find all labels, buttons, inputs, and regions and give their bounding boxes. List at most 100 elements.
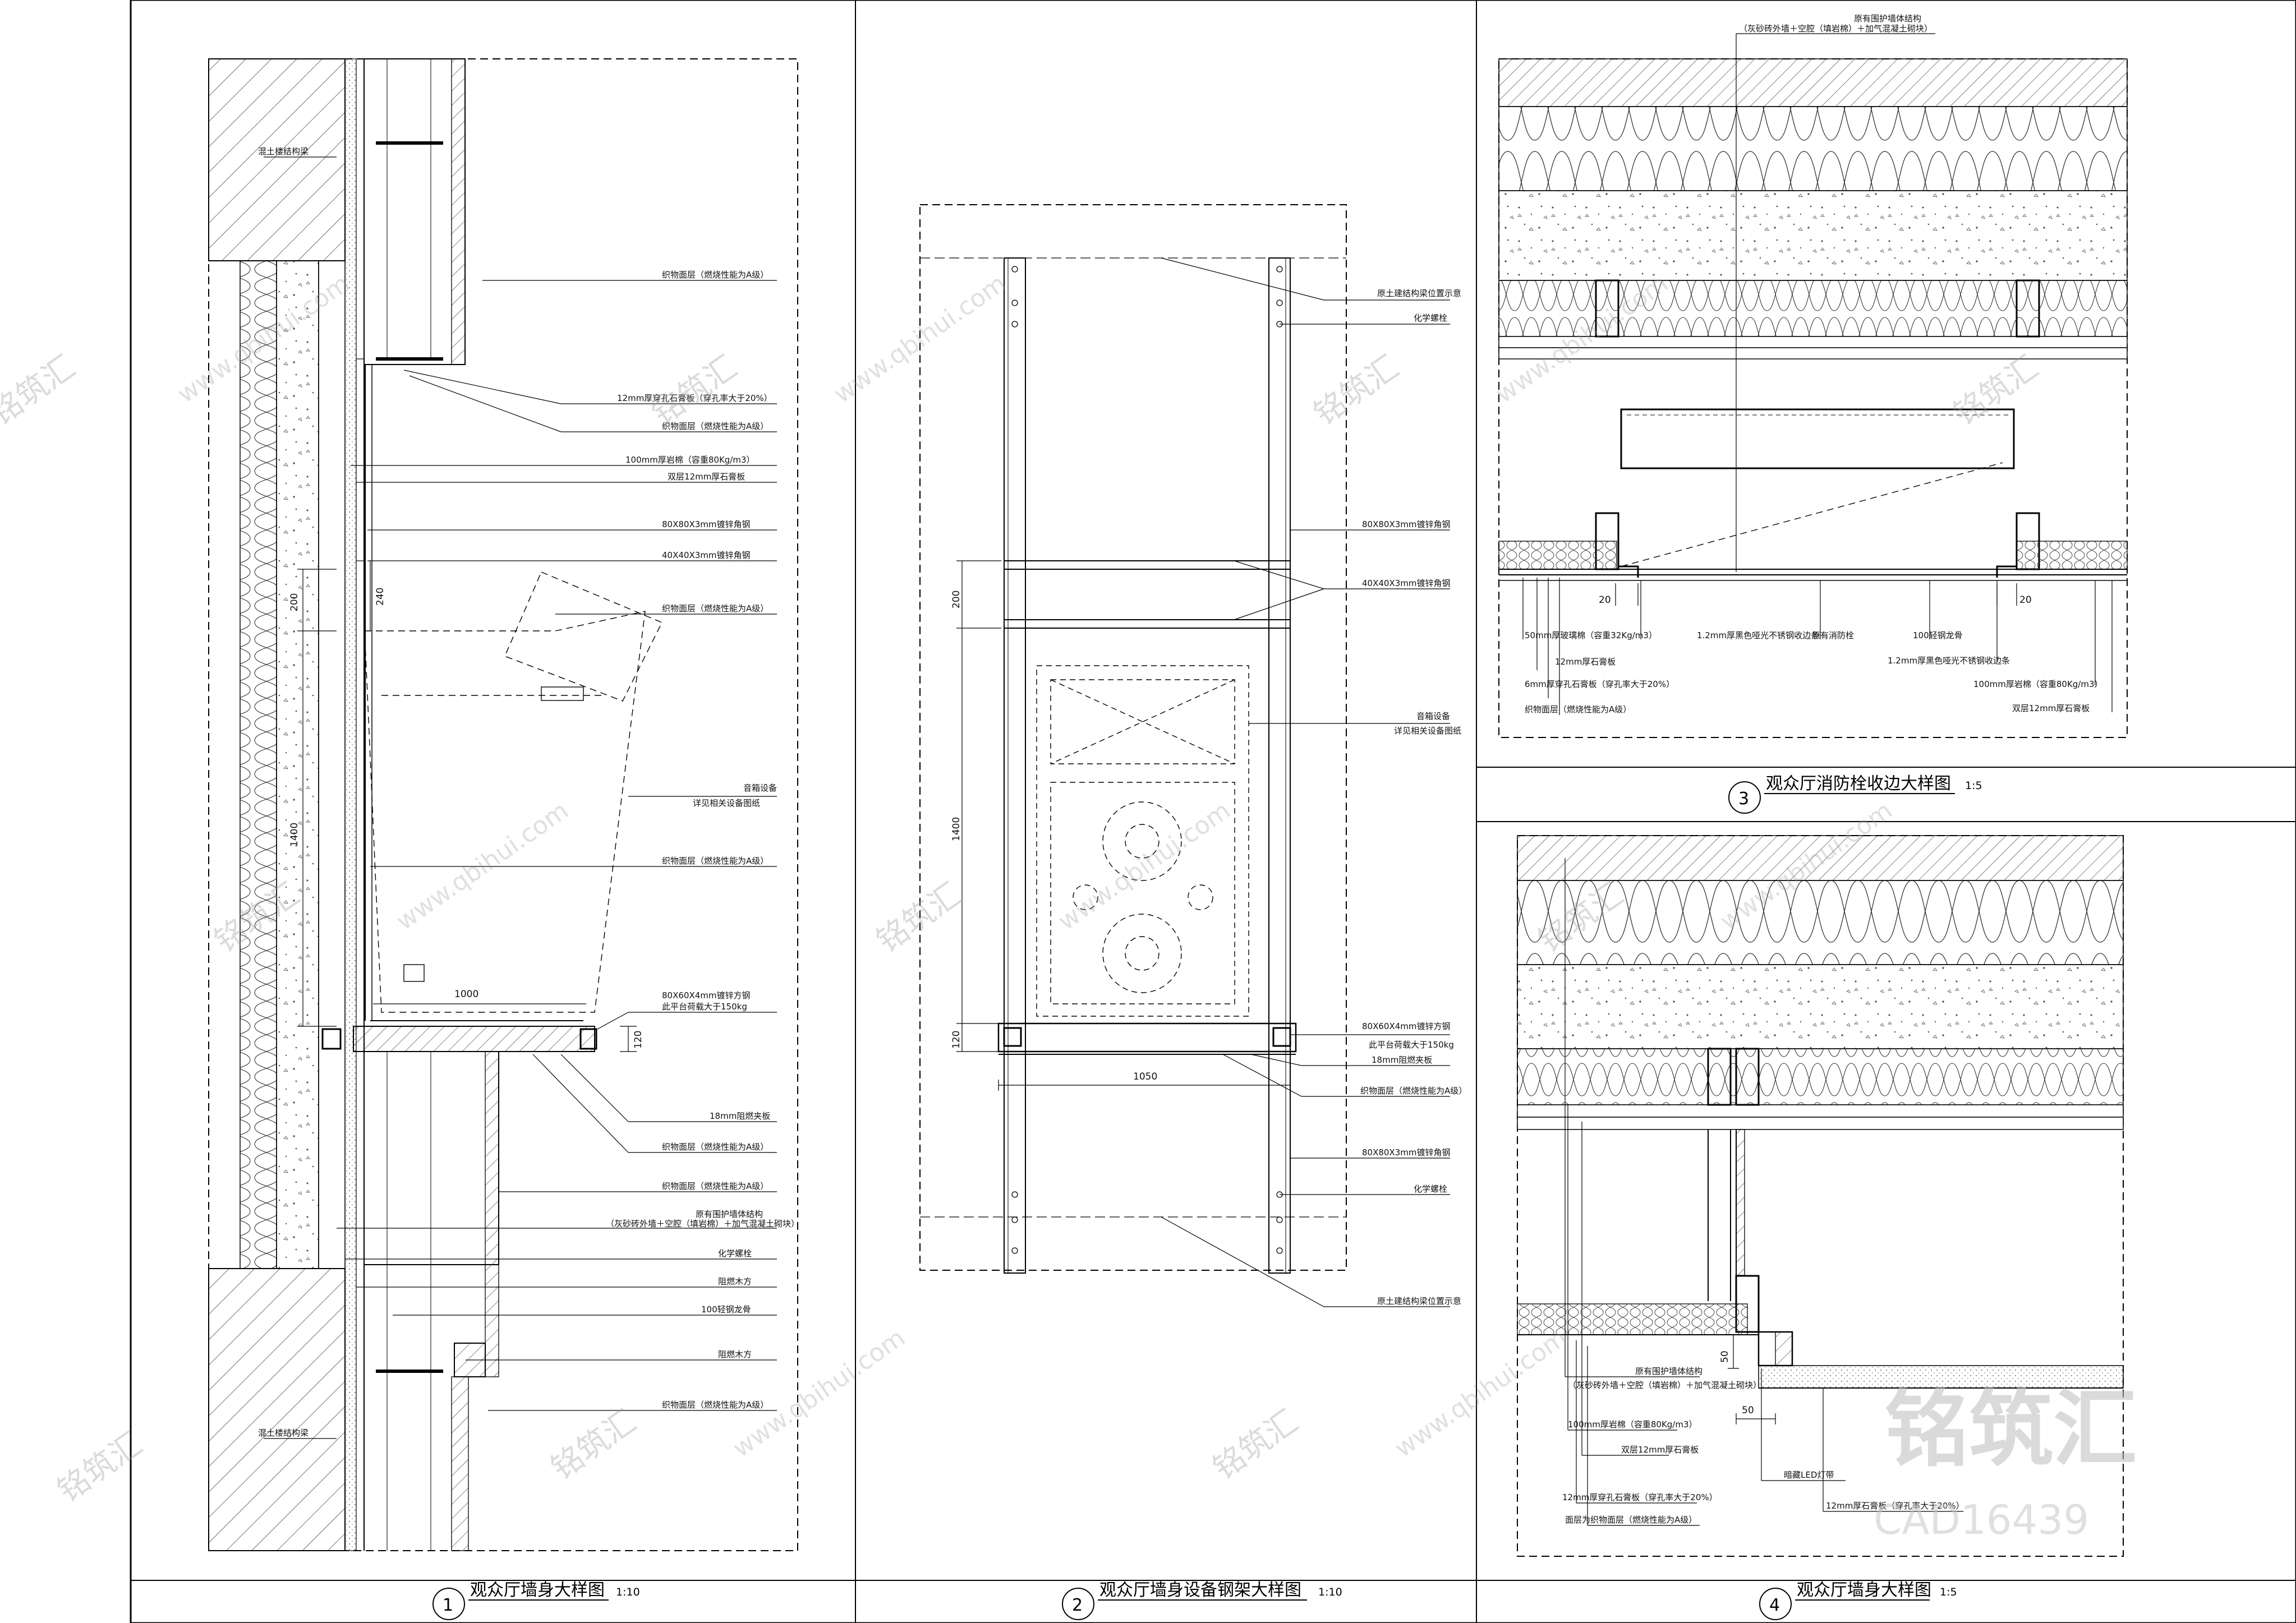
label-existing-wall: 原有围护墙体结构 (696, 1209, 763, 1219)
watermark-brand: 铭筑汇 (0, 349, 82, 433)
label-fabric-2: 织物面层（燃烧性能为A级） (662, 421, 769, 431)
rock-wool-strip (344, 58, 357, 1551)
label-perforated-gypsum: 12mm厚穿孔石膏板（穿孔率大于20%） (1562, 1492, 1718, 1502)
dim-1400: 1400 (289, 823, 300, 847)
cavity-layer (318, 260, 346, 1269)
label-wall-composition: （灰砂砖外墙＋空腔（填岩棉）＋加气混凝土砌块） (606, 1219, 799, 1229)
panel-3-title-text: 观众厅消防栓收边大样图 (1766, 774, 1951, 794)
label-fabric: 织物面层（燃烧性能为A级） (1525, 704, 1631, 714)
label-steel-stud: 100轻钢龙骨 (701, 1304, 751, 1315)
dim-1400: 1400 (951, 817, 962, 841)
dim-200: 200 (951, 591, 962, 608)
lower-wall-box (364, 1051, 499, 1265)
panel-2-steel-frame: 200 1400 120 1050 原土建结构梁位置示意 化学螺栓 80X80X… (919, 204, 1467, 1620)
panel-4-wall-detail: 50 50 原有围护墙体结构 （灰砂砖外墙＋空腔（填岩棉）＋加气混凝土砌块） 1… (1517, 835, 2124, 1620)
label-double-gypsum: 双层12mm厚石膏板 (668, 472, 745, 482)
rock-wool-layer (1498, 280, 2128, 337)
cavity-wool-layer (1498, 106, 2128, 191)
label-speaker: 音箱设备 (1416, 711, 1450, 721)
label-led-strip: 暗藏LED灯带 (1784, 1470, 1834, 1480)
panel-1-wall-section: 200 240 1400 1000 120 (208, 58, 799, 1620)
dim-1050: 1050 (1133, 1071, 1157, 1082)
panel-1-extent-box (208, 58, 798, 1551)
label-double-gypsum: 双层12mm厚石膏板 (2012, 703, 2090, 713)
label-chem-bolt-bottom: 化学螺栓 (1414, 1184, 1447, 1194)
label-beam-pos-bottom: 原土建结构梁位置示意 (1377, 1296, 1461, 1306)
label-plywood: 18mm阻燃夹板 (1372, 1055, 1432, 1065)
panel-4-title: 4 观众厅墙身大样图 1:5 (1759, 1580, 1957, 1620)
label-angle-80-top: 80X80X3mm镀锌角钢 (1362, 519, 1451, 529)
label-steel-stud: 100轻钢龙骨 (1913, 630, 1963, 640)
label-angle-80: 80X80X3mm镀锌角钢 (662, 519, 751, 529)
label-gypsum-12: 12mm厚石膏板 (1555, 657, 1616, 667)
label-fabric: 面层为织物面层（燃烧性能为A级） (1565, 1515, 1697, 1525)
panel-1-number: 1 (443, 1596, 453, 1615)
label-see-drawings: 详见相关设备图纸 (693, 798, 760, 808)
label-load: 此平台荷载大于150kg (662, 1002, 747, 1012)
label-fabric-7: 织物面层（燃烧性能为A级） (662, 1400, 769, 1410)
upper-soffit-box (364, 58, 466, 365)
watermark-brand: 铭筑汇 (1207, 1403, 1305, 1487)
label-load: 此平台荷载大于150kg (1369, 1040, 1454, 1050)
label-gypsum-perf: 12mm厚石膏板（穿孔率大于20%） (1826, 1501, 1964, 1511)
watermark-brand-large: 铭筑汇 (1885, 1381, 2137, 1478)
sheet-frame (130, 0, 2296, 1623)
panel-1-scale: 1:10 (616, 1586, 640, 1598)
panel-3-scale: 1:5 (1965, 780, 1982, 792)
panel-4-labels: 原有围护墙体结构 （灰砂砖外墙＋空腔（填岩棉）＋加气混凝土砌块） 100mm厚岩… (1562, 1366, 1964, 1525)
masonry-layer (1498, 58, 2128, 107)
watermark-brand: 铭筑汇 (51, 1426, 149, 1510)
watermark-brand: 铭筑汇 (545, 1403, 643, 1487)
speaker-equipment (364, 571, 662, 1013)
label-perforated-gypsum: 6mm厚穿孔石膏板（穿孔率大于20%） (1525, 679, 1674, 689)
label-double-gypsum: 双层12mm厚石膏板 (1621, 1445, 1699, 1455)
label-timber-1: 阻燃木方 (718, 1276, 752, 1287)
dim-50b: 50 (1742, 1405, 1754, 1416)
label-hydrant: 原有消防栓 (1812, 630, 1854, 640)
label-fabric-3: 织物面层（燃烧性能为A级） (662, 603, 769, 614)
label-trim-2: 1.2mm厚黑色哑光不锈钢收边条 (1888, 656, 2010, 666)
panel-4-scale: 1:5 (1940, 1586, 1957, 1598)
label-fabric-1: 织物面层（燃烧性能为A级） (662, 270, 769, 280)
label-trim-1: 1.2mm厚黑色哑光不锈钢收边条 (1697, 630, 1819, 640)
platform-plywood (353, 1026, 595, 1052)
label-rock-wool: 100mm厚岩棉（容重80Kg/m3） (625, 455, 755, 465)
watermark-brand: 铭筑汇 (870, 876, 968, 960)
dim-200: 200 (289, 593, 300, 611)
panel-2-title-text: 观众厅墙身设备钢架大样图 (1099, 1580, 1301, 1600)
dim-50a: 50 (1719, 1350, 1731, 1363)
label-see-drawings: 详见相关设备图纸 (1394, 726, 1461, 736)
label-beam-bottom: 混土楼结构梁 (258, 1428, 309, 1438)
label-square-tube: 80X60X4mm镀锌方钢 (1362, 1021, 1451, 1031)
label-wall-composition: （灰砂砖外墙＋空腔（填岩棉）＋加气混凝土砌块） (1568, 1380, 1761, 1390)
gypsum-board-strip (356, 358, 365, 561)
dim-1000: 1000 (454, 989, 478, 1000)
label-timber-2: 阻燃木方 (718, 1349, 752, 1359)
speaker-front-view (1036, 665, 1249, 1017)
watermark-url: www.qbihui.com (1053, 796, 1236, 936)
structural-beam-top (208, 58, 346, 261)
panel-3-labels: 原有围护墙体结构 （灰砂砖外墙＋空腔（填岩棉）＋加气混凝土砌块） 50mm厚玻璃… (1525, 13, 2103, 714)
label-beam-pos-top: 原土建结构梁位置示意 (1377, 288, 1461, 298)
panel-3-hydrant-edge: 20 20 原有围护墙体结构 （灰砂砖外墙＋空腔（填岩棉）＋加气混凝土砌块） 5… (1498, 13, 2128, 814)
label-angle-40: 40X40X3mm镀锌角钢 (662, 550, 751, 560)
panel-1-labels: 混土楼结构梁 织物面层（燃烧性能为A级） 12mm厚穿孔石膏板（穿孔率大于20%… (258, 146, 799, 1438)
dim-120: 120 (633, 1031, 644, 1049)
aerated-concrete-layer (1498, 190, 2128, 281)
panel-3-number: 3 (1738, 789, 1749, 809)
panel-2-labels: 原土建结构梁位置示意 化学螺栓 80X80X3mm镀锌角钢 40X40X3mm镀… (1360, 288, 1467, 1306)
watermark-code: CAD16439 (1874, 1496, 2089, 1543)
structural-beam-bottom (208, 1268, 346, 1551)
label-rock-wool: 100mm厚岩棉（容重80Kg/m3） (1568, 1419, 1697, 1430)
label-wall-composition: （灰砂砖外墙＋空腔（填岩棉）＋加气混凝土砌块） (1739, 24, 1932, 34)
label-perforated-gypsum: 12mm厚穿孔石膏板（穿孔率大于20%） (617, 393, 772, 403)
dim-20b: 20 (2019, 594, 2032, 606)
panel-2-extent-box (919, 204, 1347, 1271)
watermark-brand: 铭筑汇 (646, 349, 744, 433)
watermark-url: www.qbihui.com (1389, 1324, 1572, 1463)
panel-1-title: 1 观众厅墙身大样图 1:10 (432, 1580, 640, 1620)
dim-20a: 20 (1599, 594, 1611, 606)
panel-1-dimensions (297, 561, 637, 1052)
label-existing-wall: 原有围护墙体结构 (1854, 13, 1921, 24)
dim-240: 240 (375, 588, 386, 606)
